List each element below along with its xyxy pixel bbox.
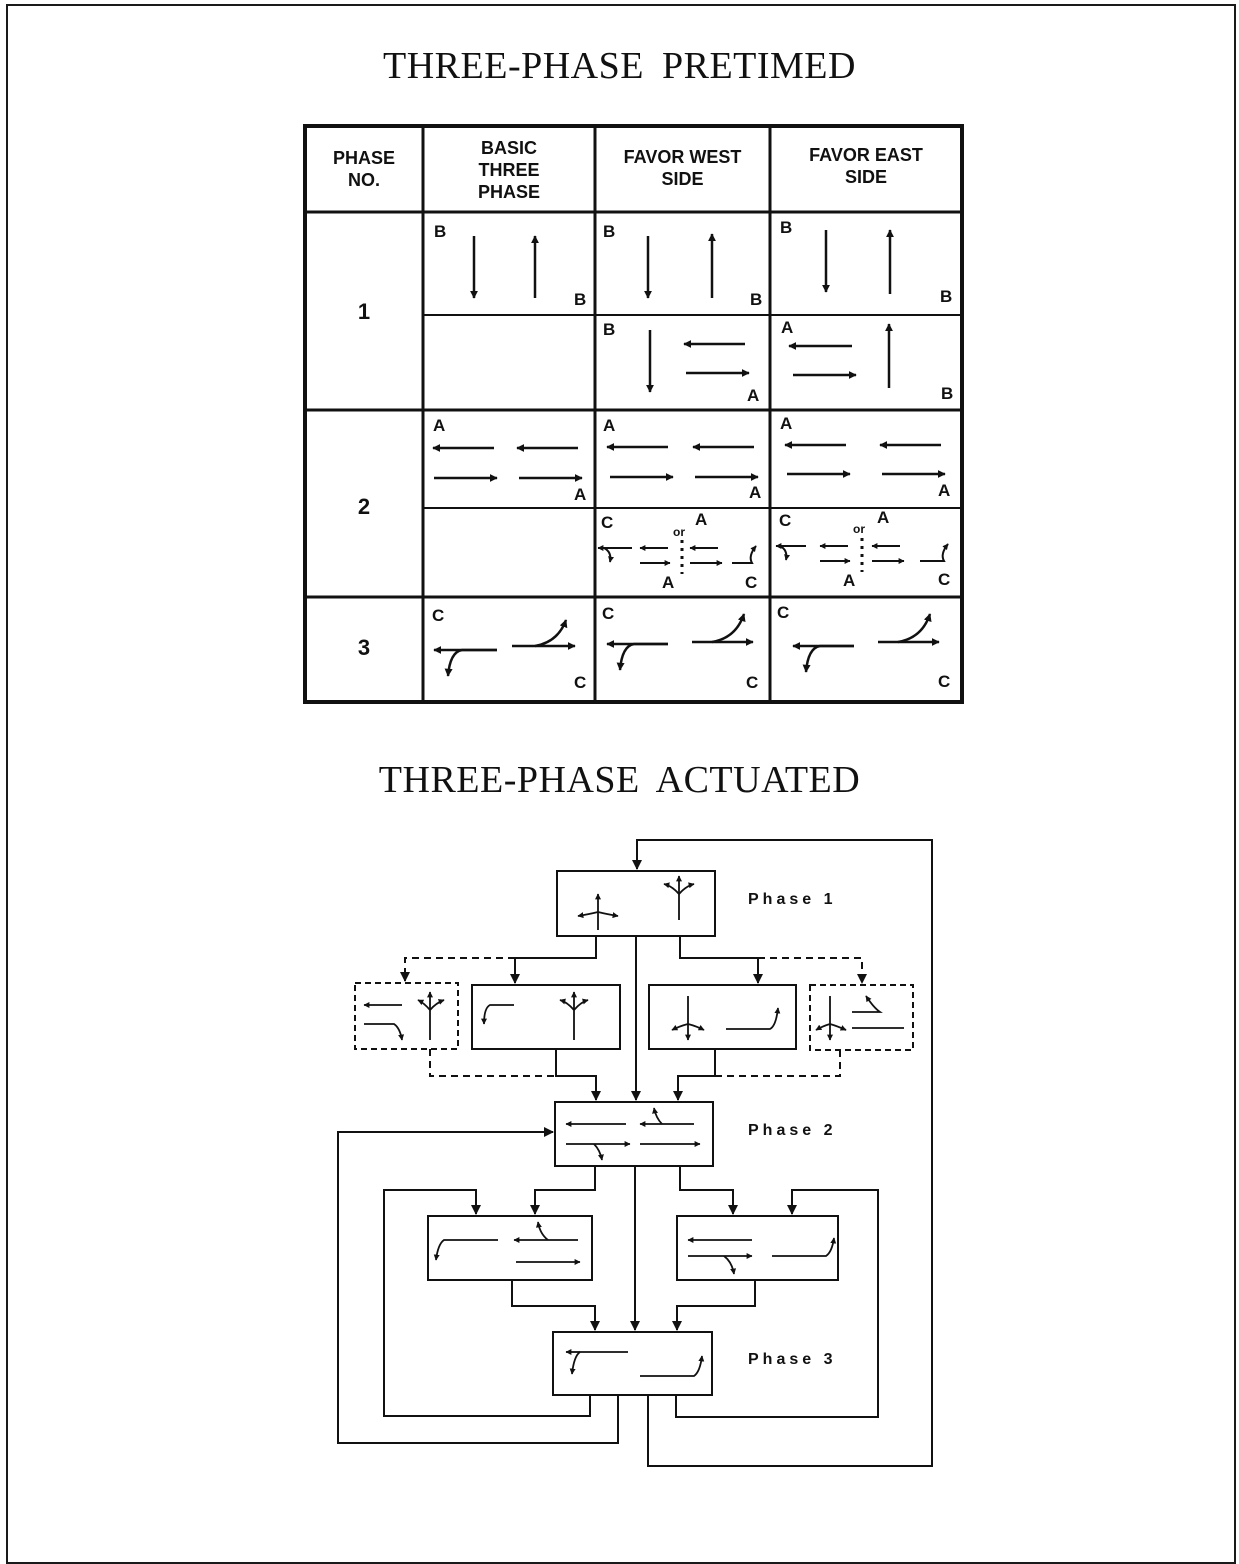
- movement-label: B: [941, 384, 954, 403]
- phase1-label: Phase 1: [748, 891, 837, 908]
- phase1-east-second-arrows: [788, 323, 893, 388]
- movement-label: B: [940, 287, 953, 306]
- movement-label: A: [877, 508, 890, 527]
- flow-connectors: [337, 839, 933, 1467]
- phase2-west-option-box: [427, 1215, 593, 1281]
- movement-label: A: [780, 414, 793, 433]
- or-label: or: [673, 525, 685, 539]
- phase1-west-alternate-box: [354, 982, 459, 1050]
- movement-label: B: [434, 222, 447, 241]
- movement-label: B: [574, 290, 587, 309]
- movement-label: A: [574, 485, 587, 504]
- phase3-west-turn-c-arrows: [606, 613, 754, 671]
- pretimed-phase-table: [303, 124, 964, 704]
- phase3-basic-turn-c-arrows: [433, 619, 576, 677]
- phase1-east-through-b-arrows: [822, 229, 894, 294]
- phase2-east-mixed-arrows: [775, 538, 949, 572]
- movement-label: A: [603, 416, 616, 435]
- phase2-box: [554, 1101, 714, 1167]
- movement-label: A: [938, 481, 951, 500]
- phase2-east-through-a-arrows: [784, 441, 946, 478]
- phase-number-3: 3: [357, 635, 371, 660]
- or-label: or: [853, 522, 865, 536]
- movement-label: B: [603, 222, 616, 241]
- phase2-east-option-box: [676, 1215, 839, 1281]
- phase1-box: [556, 870, 716, 937]
- flow-movement-glyphs: [363, 875, 904, 1377]
- phase2-label: Phase 2: [748, 1122, 837, 1139]
- table-border: [303, 124, 964, 704]
- movement-label: C: [938, 570, 951, 589]
- phase3-label: Phase 3: [748, 1351, 837, 1368]
- phase1-west-option-box: [471, 984, 621, 1050]
- movement-label: B: [750, 290, 763, 309]
- actuated-title: THREE-PHASE ACTUATED: [378, 759, 861, 801]
- movement-label: C: [746, 673, 759, 692]
- movement-label: C: [574, 673, 587, 692]
- movement-label: A: [433, 416, 446, 435]
- movement-label: C: [777, 603, 790, 622]
- movement-label: A: [781, 318, 794, 337]
- movement-label: A: [749, 483, 762, 502]
- phase1-east-option-box: [648, 984, 797, 1050]
- movement-label: C: [601, 513, 614, 532]
- phase2-basic-through-a-arrows: [432, 444, 583, 482]
- pretimed-title: THREE-PHASE PRETIMED: [383, 45, 856, 87]
- movement-label: A: [695, 510, 708, 529]
- movement-label: C: [745, 573, 758, 592]
- movement-label: A: [747, 386, 760, 405]
- phase1-basic-through-b-arrows: [470, 235, 539, 299]
- movement-label: C: [779, 511, 792, 530]
- phase-number-1: 1: [357, 299, 371, 324]
- phase-number-2: 2: [357, 494, 371, 519]
- phase1-west-through-b-arrows: [644, 233, 716, 299]
- phase2-west-through-a-arrows: [606, 443, 759, 481]
- movement-label: B: [780, 218, 793, 237]
- movement-label: B: [603, 320, 616, 339]
- movement-label: C: [432, 606, 445, 625]
- phase1-east-alternate-box: [809, 984, 914, 1051]
- movement-label: A: [843, 571, 856, 590]
- movement-label: A: [662, 573, 675, 592]
- phase3-box: [552, 1331, 713, 1396]
- movement-label: C: [938, 672, 951, 691]
- phase1-west-second-arrows: [646, 330, 750, 393]
- phase2-west-mixed-arrows: [597, 540, 757, 574]
- phase3-east-turn-c-arrows: [792, 613, 940, 673]
- movement-label: C: [602, 604, 615, 623]
